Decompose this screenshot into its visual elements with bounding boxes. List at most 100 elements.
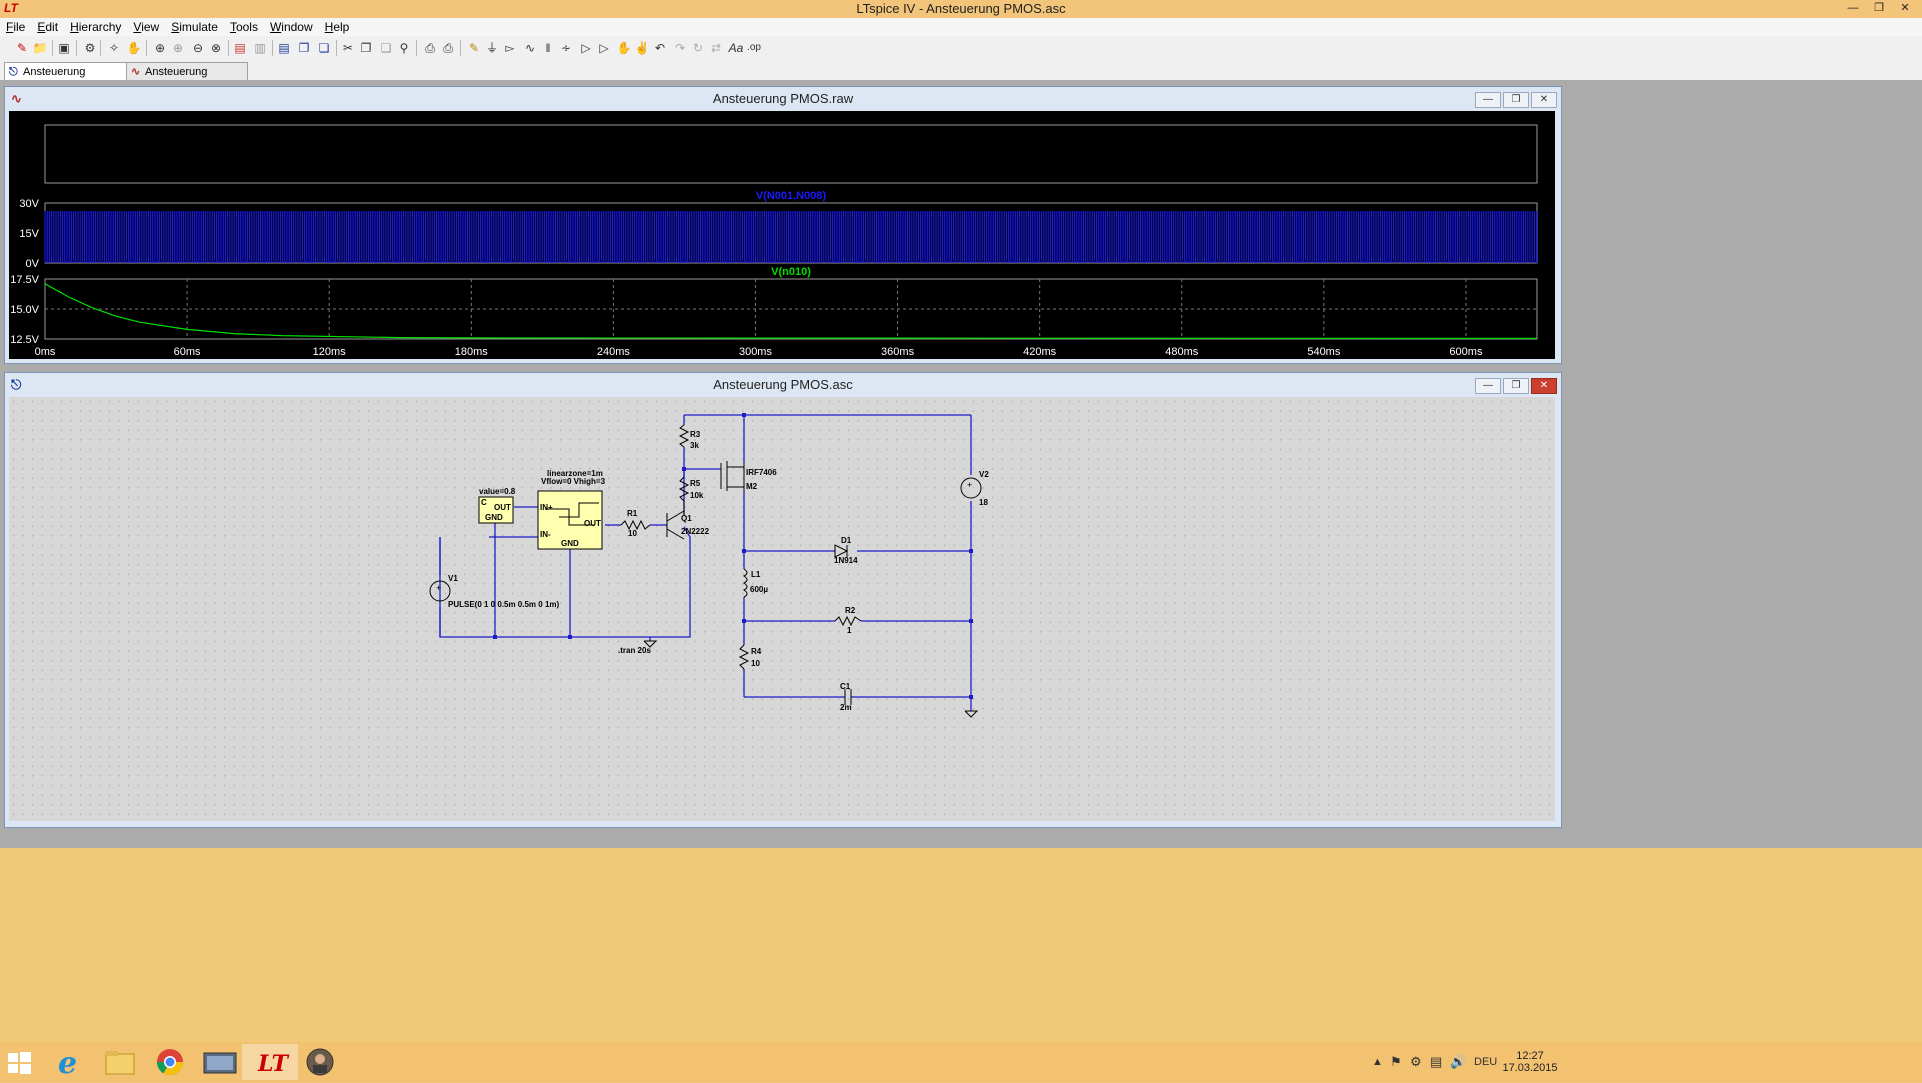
print-preview-icon[interactable]: ⎙ bbox=[443, 41, 453, 55]
resistor-icon[interactable]: ∿ bbox=[524, 41, 536, 55]
menu-window[interactable]: Window bbox=[269, 20, 313, 34]
grid-icon[interactable]: ▥ bbox=[254, 41, 266, 55]
capacitor-icon[interactable]: ‖ bbox=[545, 41, 551, 55]
maximize-button[interactable]: ❐ bbox=[1503, 92, 1529, 108]
minimize-icon[interactable]: — bbox=[1847, 2, 1859, 14]
autorange-icon[interactable]: ▤ bbox=[234, 41, 246, 55]
cascade-icon[interactable]: ❐ bbox=[298, 41, 310, 55]
undo-icon[interactable]: ↶ bbox=[654, 41, 666, 55]
cut-icon[interactable]: ✂ bbox=[342, 41, 354, 55]
schematic-canvas[interactable]: + bbox=[9, 397, 1555, 821]
zoom-fit-icon[interactable]: ⊗ bbox=[210, 41, 222, 55]
paste-icon[interactable]: ❏ bbox=[380, 41, 392, 55]
text-icon[interactable]: Aa bbox=[728, 41, 744, 55]
label-r3: R3 bbox=[690, 430, 701, 439]
mirror-icon[interactable]: ⇄ bbox=[710, 41, 722, 55]
close-icon[interactable]: ✕ bbox=[1900, 2, 1910, 14]
control-panel-icon[interactable]: ⚙ bbox=[84, 41, 96, 55]
component-icon[interactable]: ▷ bbox=[599, 41, 609, 55]
minimize-button[interactable]: — bbox=[1475, 378, 1501, 394]
label-r2: R2 bbox=[845, 606, 856, 615]
clock[interactable]: 12:27 17.03.2015 bbox=[1500, 1050, 1560, 1074]
user-app-icon[interactable] bbox=[292, 1044, 348, 1080]
start-button[interactable] bbox=[6, 1050, 36, 1078]
tv-app-icon[interactable] bbox=[192, 1044, 248, 1080]
label-l1-value: 600µ bbox=[750, 585, 768, 594]
tile-vertical-icon[interactable]: ❏ bbox=[318, 41, 330, 55]
label-comparator-inp: IN+ bbox=[540, 503, 553, 512]
move-icon[interactable]: ✋ bbox=[616, 41, 632, 55]
x-tick-label: 120ms bbox=[313, 346, 347, 358]
y-tick-label: 15V bbox=[19, 228, 39, 240]
volume-icon[interactable]: 🔊 bbox=[1450, 1054, 1467, 1069]
save-icon[interactable]: ▣ bbox=[58, 41, 70, 55]
network-icon[interactable]: ▤ bbox=[1430, 1054, 1443, 1069]
new-schematic-icon[interactable]: ✎ bbox=[16, 41, 28, 55]
copy-icon[interactable]: ❐ bbox=[360, 41, 372, 55]
menu-simulate[interactable]: Simulate bbox=[171, 20, 218, 34]
tab-waveform[interactable]: ∿Ansteuerung PMOS.raw bbox=[126, 62, 248, 96]
maximize-button[interactable]: ❐ bbox=[1503, 378, 1529, 394]
tile-horizontal-icon[interactable]: ▤ bbox=[278, 41, 290, 55]
drag-icon[interactable]: ✌ bbox=[634, 41, 650, 55]
label-tran-directive[interactable]: .tran 20s bbox=[618, 646, 651, 655]
redo-icon[interactable]: ↷ bbox=[674, 41, 686, 55]
label-net-icon[interactable]: ▻ bbox=[505, 41, 515, 55]
find-icon[interactable]: ⚲ bbox=[399, 41, 409, 55]
label-c1: C1 bbox=[840, 682, 851, 691]
menu-view[interactable]: View bbox=[133, 20, 160, 34]
network-settings-icon[interactable]: ⚙ bbox=[1410, 1054, 1422, 1069]
label-r1: R1 bbox=[627, 509, 638, 518]
label-c-gnd: GND bbox=[485, 513, 503, 522]
x-tick-label: 240ms bbox=[597, 346, 631, 358]
zoom-out-icon[interactable]: ⊖ bbox=[192, 41, 204, 55]
ground-icon[interactable]: ⏚ bbox=[485, 41, 498, 55]
svg-text:e: e bbox=[58, 1046, 77, 1080]
close-button[interactable]: ✕ bbox=[1531, 378, 1557, 394]
inductor-icon[interactable]: ∻ bbox=[560, 41, 572, 55]
action-center-icon[interactable]: ⚑ bbox=[1390, 1054, 1402, 1069]
label-comparator-params1: linearzone=1m bbox=[547, 469, 603, 478]
wire-icon[interactable]: ✎ bbox=[468, 41, 480, 55]
tray-expand-icon[interactable]: ▲ bbox=[1372, 1056, 1383, 1068]
ltspice-taskbar-icon[interactable]: LT bbox=[242, 1044, 298, 1080]
menu-help[interactable]: Help bbox=[324, 20, 350, 34]
close-button[interactable]: ✕ bbox=[1531, 92, 1557, 108]
internet-explorer-icon[interactable]: e bbox=[42, 1044, 98, 1081]
toolbar: ✎ 📁 ▣ ⚙ ✧ ✋ ⊕ ⊕ ⊖ ⊗ ▤ ▥ ▤ ❐ ❏ ✂ ❐ ❏ ⚲ ⎙ … bbox=[0, 36, 1922, 61]
menu-tools[interactable]: Tools bbox=[229, 20, 258, 34]
restore-icon[interactable]: ❐ bbox=[1874, 2, 1884, 14]
diode-icon[interactable]: ▷ bbox=[581, 41, 591, 55]
zoom-in-icon[interactable]: ⊕ bbox=[154, 41, 166, 55]
tab-schematic[interactable]: ⎋Ansteuerung PMOS.asc bbox=[4, 62, 130, 96]
label-l1: L1 bbox=[751, 570, 761, 579]
empty-pane bbox=[44, 124, 1538, 184]
label-comparator-out: OUT bbox=[584, 519, 601, 528]
pan-icon[interactable]: ⊕ bbox=[172, 41, 184, 55]
rotate-icon[interactable]: ↻ bbox=[692, 41, 704, 55]
label-comparator-gnd: GND bbox=[561, 539, 579, 548]
run-icon[interactable]: ✧ bbox=[108, 41, 120, 55]
y-tick-label: 12.5V bbox=[10, 334, 39, 346]
chrome-icon[interactable] bbox=[142, 1044, 198, 1080]
minimize-button[interactable]: — bbox=[1475, 92, 1501, 108]
menu-edit[interactable]: Edit bbox=[37, 20, 59, 34]
file-explorer-icon[interactable] bbox=[92, 1044, 148, 1080]
open-icon[interactable]: 📁 bbox=[32, 41, 48, 55]
label-comparator-inm: IN- bbox=[540, 530, 551, 539]
menu-hierarchy[interactable]: Hierarchy bbox=[70, 20, 122, 34]
language-indicator[interactable]: DEU bbox=[1474, 1056, 1498, 1068]
waveform-icon: ∿ bbox=[131, 66, 141, 78]
print-icon[interactable]: ⎙ bbox=[425, 41, 435, 55]
app-logo-icon: LT bbox=[4, 1, 18, 15]
label-v2-value: 18 bbox=[979, 498, 988, 507]
menu-file[interactable]: File bbox=[6, 20, 26, 34]
halt-icon[interactable]: ✋ bbox=[126, 41, 142, 55]
label-v1: V1 bbox=[448, 574, 458, 583]
spice-directive-icon[interactable]: .op bbox=[747, 42, 761, 53]
